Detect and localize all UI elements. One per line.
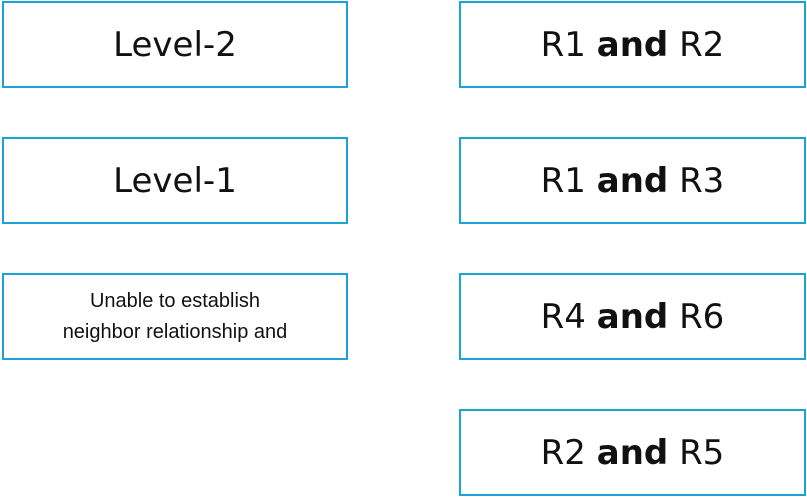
option-box-level-2[interactable]: Level-2 <box>2 1 348 88</box>
joiner-word: and <box>596 24 669 65</box>
option-box-r1-r2[interactable]: R1 and R2 <box>459 1 806 88</box>
joiner-word: and <box>596 296 669 337</box>
joiner-word: and <box>596 432 669 473</box>
router-name: R1 <box>540 24 586 65</box>
router-name: R1 <box>540 160 586 201</box>
router-name: R4 <box>540 296 586 337</box>
option-box-r1-r3[interactable]: R1 and R3 <box>459 137 806 224</box>
option-label: R2 and R5 <box>541 433 725 473</box>
option-label: Level-2 <box>113 24 237 65</box>
option-label: R4 and R6 <box>541 297 725 337</box>
joiner-word: and <box>596 160 669 201</box>
option-label: Level-1 <box>113 160 237 201</box>
option-box-r4-r6[interactable]: R4 and R6 <box>459 273 806 360</box>
router-name: R3 <box>679 160 725 201</box>
router-name: R6 <box>679 296 725 337</box>
router-name: R2 <box>540 432 586 473</box>
option-box-level-1[interactable]: Level-1 <box>2 137 348 224</box>
router-name: R2 <box>679 24 725 65</box>
option-box-r2-r5[interactable]: R2 and R5 <box>459 409 806 496</box>
option-label: R1 and R3 <box>541 161 725 201</box>
option-box-unable-to-establish[interactable]: Unable to establish neighbor relationshi… <box>2 273 348 360</box>
option-label: R1 and R2 <box>541 25 725 65</box>
option-label: Unable to establish neighbor relationshi… <box>62 289 288 343</box>
router-name: R5 <box>679 432 725 473</box>
